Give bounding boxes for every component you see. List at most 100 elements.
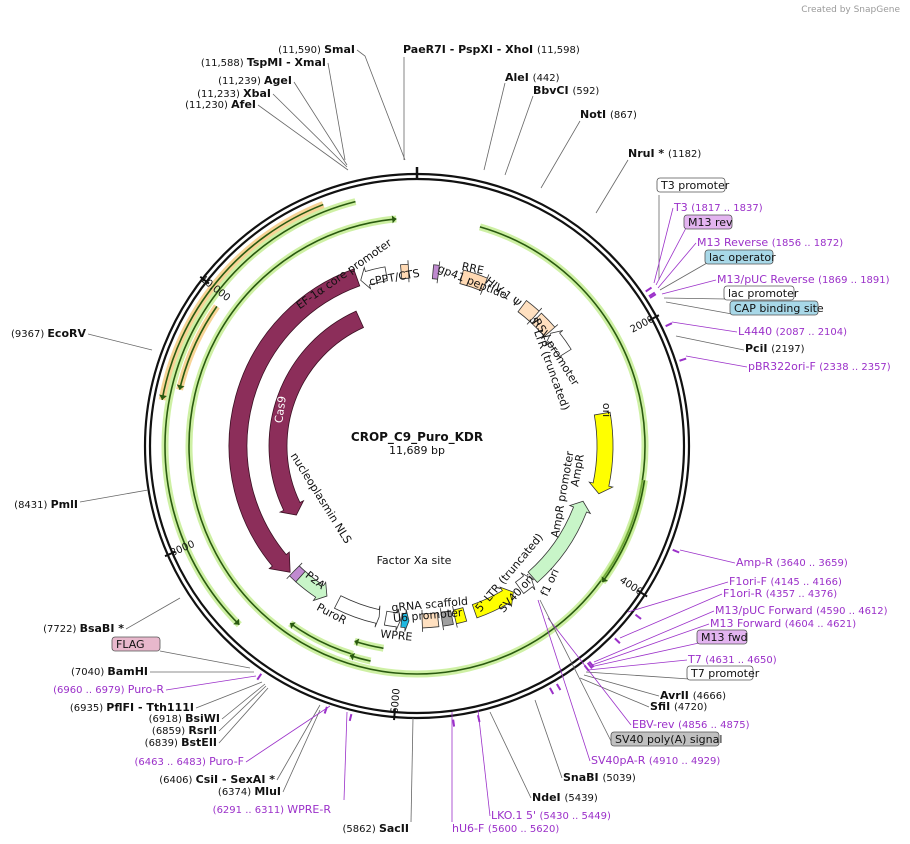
primer-site-mark: [348, 713, 353, 722]
ltr-top-box: [531, 312, 559, 340]
site-position: (6859): [152, 726, 188, 737]
site-name: PciI: [745, 342, 771, 355]
site-name: SnaBI: [563, 771, 602, 784]
leader-line: [504, 95, 534, 176]
site-name: PaeR7I - PspXI - XhoI: [403, 43, 537, 56]
site-position: (7722): [43, 624, 79, 635]
glow-outer-arc-head: [233, 618, 240, 625]
site-name: Amp-R: [736, 556, 776, 569]
site-name: WPRE-R: [287, 803, 331, 816]
feature-box: [656, 177, 726, 193]
site-name: T3: [673, 201, 691, 214]
site-name: M13 Forward: [710, 617, 785, 630]
site-name: hU6-F: [452, 822, 488, 835]
orange-outer-arc-head: [159, 394, 167, 400]
enzyme-label: NruI * (1182): [628, 147, 701, 160]
feature-box-label: SV40 poly(A) signal: [615, 733, 722, 746]
feature-box: [610, 731, 720, 747]
primer-label: M13/pUC Reverse (1869 .. 1891): [717, 273, 890, 286]
site-name: F1ori-R: [723, 587, 766, 600]
primer-site-mark: [665, 322, 673, 328]
site-name: NotI: [580, 108, 610, 121]
leader-layer: [79, 49, 748, 823]
site-name: BsaBI *: [80, 622, 125, 635]
leader-line: [159, 650, 251, 669]
primer-site-mark: [477, 714, 481, 723]
glow-ampr-arc-halo: [599, 479, 648, 585]
site-position: (5430 .. 5449): [539, 811, 611, 822]
leader-line: [79, 489, 149, 503]
site-name: MluI: [254, 785, 281, 798]
cas9-inner-arrow: [268, 310, 365, 516]
feature-box-label: M13 rev: [688, 216, 733, 229]
leader-line: [595, 159, 629, 214]
site-name: Puro-F: [209, 755, 244, 768]
hiv-psi-box: [517, 300, 543, 325]
site-name: SV40pA-R: [591, 754, 649, 767]
site-name: SacII: [379, 822, 409, 835]
feature-box: [723, 285, 795, 301]
tick-label: 2000: [629, 314, 657, 336]
orange-inner-arc: [178, 305, 218, 390]
site-position: (7040): [71, 667, 107, 678]
leader-line: [537, 599, 591, 762]
primer-site-mark: [323, 706, 328, 714]
primer-label: LKO.1 5' (5430 .. 5449): [491, 809, 611, 822]
site-name: M13/pUC Reverse: [717, 273, 818, 286]
leader-line: [257, 104, 349, 171]
feature-box-label: T3 promoter: [660, 179, 730, 192]
tick-mark: [648, 314, 660, 322]
leader-line: [655, 227, 687, 286]
feature-box: [729, 300, 819, 316]
site-position: (5439): [564, 793, 597, 804]
primer-label: F1ori-F (4145 .. 4166): [729, 575, 842, 588]
site-position: (11,598): [537, 45, 580, 56]
leader-line: [619, 593, 723, 639]
enzyme-label: NdeI (5439): [532, 791, 598, 804]
feature-box: [111, 636, 161, 652]
primer-label: (6463 .. 6483) Puro-F: [134, 755, 244, 768]
credit-text: Created by SnapGene: [801, 5, 900, 15]
primer-label: L4440 (2087 .. 2104): [738, 325, 847, 338]
leader-line: [679, 549, 736, 564]
primer-label: hU6-F (5600 .. 5620): [452, 822, 559, 835]
leader-line: [657, 242, 697, 289]
primer-site-mark: [614, 637, 621, 644]
site-position: (4631 .. 4650): [705, 655, 777, 666]
plasmid-name: CROP_C9_Puro_KDR: [351, 430, 483, 445]
leader-line: [663, 297, 727, 300]
primer-site-mark: [648, 291, 656, 298]
rre-box: [459, 269, 490, 295]
leader-line: [539, 599, 614, 746]
enzyme-label: PciI (2197): [745, 342, 805, 355]
feature-box-label: M13 fwd: [701, 631, 748, 644]
site-position: (11,233): [197, 89, 243, 100]
site-position: (11,239): [218, 76, 264, 87]
cas9-outer-label: Cas9: [224, 365, 242, 394]
feature-box: [686, 665, 754, 681]
enzyme-label: (8431) PmlI: [14, 498, 78, 511]
leader-line: [665, 301, 733, 315]
leader-line: [356, 49, 406, 161]
site-position: (4357 .. 4376): [766, 589, 838, 600]
glow-top-arc: [188, 218, 646, 675]
leader-line: [221, 683, 266, 720]
primer-site-mark: [452, 719, 456, 727]
rsv-promoter-arrow: [545, 330, 572, 358]
site-name: TspMI - XmaI: [247, 56, 326, 69]
leader-line: [583, 674, 660, 697]
site-position: (1817 .. 1837): [691, 203, 763, 214]
sv40-ori-box: [440, 608, 454, 631]
site-position: (3640 .. 3659): [776, 558, 848, 569]
leader-line: [165, 675, 257, 691]
u6-label: U6 promoter: [392, 606, 463, 625]
grna-scaffold-shape: [400, 609, 410, 632]
primer-site-mark: [555, 683, 562, 691]
factorxa-label: Factor Xa site: [377, 554, 452, 567]
leader-line: [87, 333, 153, 351]
glow-ampr-arc: [601, 480, 646, 583]
leader-line: [410, 717, 414, 823]
site-name: L4440: [738, 325, 776, 338]
primer-site-mark: [679, 357, 687, 362]
site-name: EBV-rev: [632, 718, 678, 731]
